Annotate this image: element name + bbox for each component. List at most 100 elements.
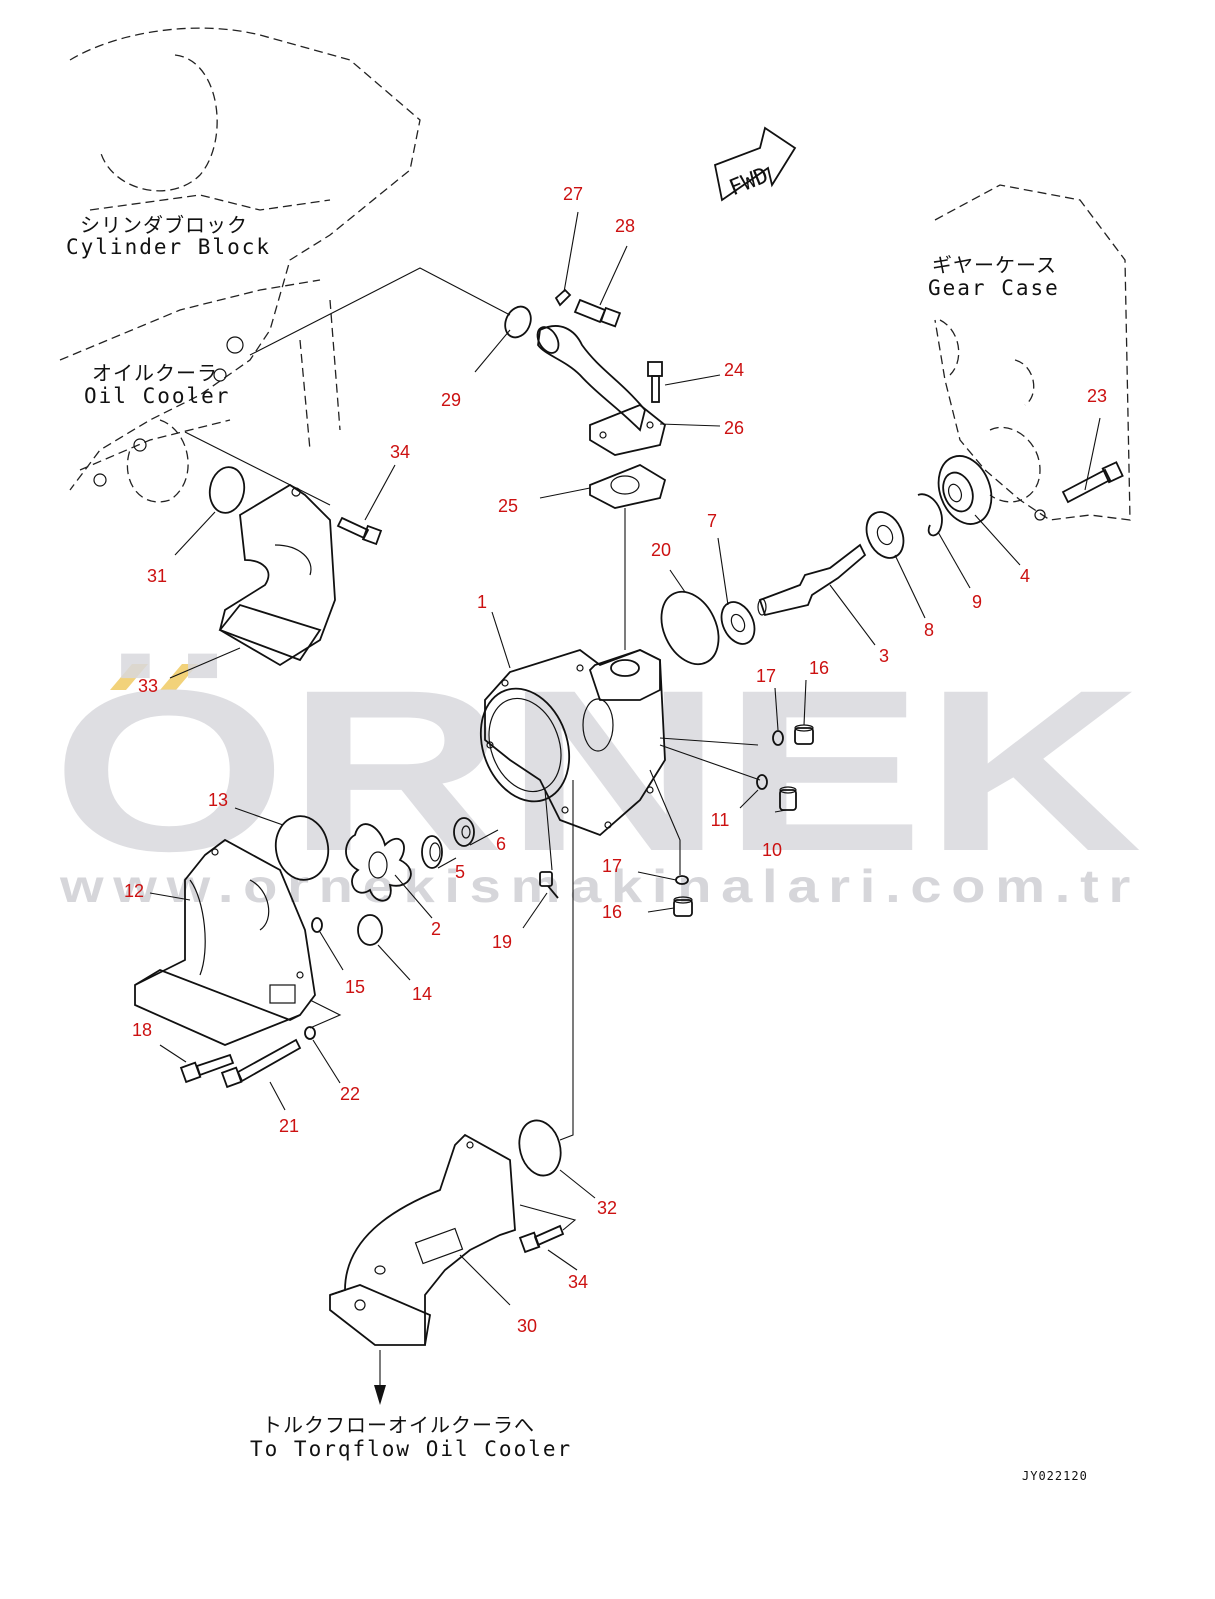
part-5-seal — [421, 835, 443, 869]
callout-15: 15 — [345, 977, 365, 997]
callout-33: 33 — [138, 676, 158, 696]
gear-case-outline — [934, 184, 1131, 521]
part-24-bolt — [647, 361, 663, 403]
callout-24: 24 — [724, 360, 744, 380]
part-19-drain-cock — [539, 871, 559, 899]
part-18-bolt — [179, 1053, 235, 1084]
callout-1: 1 — [477, 592, 487, 612]
callout-34-upper: 34 — [390, 442, 410, 462]
part-13-o-ring — [274, 815, 330, 881]
part-34-bolt-upper — [336, 516, 383, 546]
callout-8: 8 — [924, 620, 934, 640]
callout-26: 26 — [724, 418, 744, 438]
callout-11: 11 — [711, 810, 730, 830]
callout-6: 6 — [496, 834, 506, 854]
ref-line-oil-cooler — [249, 267, 511, 356]
cylinder-block-label-jp: シリンダブロック — [80, 213, 248, 237]
part-17-washer-upper — [772, 730, 784, 746]
callout-20: 20 — [651, 540, 671, 560]
ref-line-cooler-flange — [184, 431, 331, 506]
oil-cooler-label-jp: オイルクーラ — [92, 361, 218, 385]
part-32-o-ring — [518, 1119, 562, 1177]
part-21-bolt — [220, 1038, 302, 1089]
gear-case-label-en: Gear Case — [928, 276, 1060, 300]
cylinder-block-outline — [59, 27, 421, 503]
callout-14: 14 — [412, 984, 432, 1004]
callout-leaders — [149, 211, 1101, 1306]
part-7-bearing — [720, 601, 756, 645]
callout-22: 22 — [340, 1084, 360, 1104]
callout-23: 23 — [1087, 386, 1107, 406]
watermark: ÖRNEK www.ornekismakinalari.com.tr — [52, 642, 1142, 912]
callout-30: 30 — [517, 1316, 537, 1336]
callout-3: 3 — [879, 646, 889, 666]
torqflow-label-jp: トルクフローオイルクーラへ — [262, 1413, 535, 1437]
callout-34-lower: 34 — [568, 1272, 588, 1292]
oil-cooler-label-en: Oil Cooler — [84, 384, 230, 408]
callout-5: 5 — [455, 862, 465, 882]
part-2-impeller — [345, 823, 412, 902]
callout-10: 10 — [762, 840, 782, 860]
ref-line-17a — [659, 737, 759, 746]
part-33-elbow — [218, 483, 336, 667]
part-10-plug — [779, 786, 797, 811]
ref-line-11 — [659, 744, 761, 781]
callout-19: 19 — [492, 932, 512, 952]
fwd-arrow: FWD — [713, 126, 797, 202]
callout-9: 9 — [972, 592, 982, 612]
callout-18: 18 — [132, 1020, 152, 1040]
callout-21: 21 — [279, 1116, 299, 1136]
part-29-o-ring — [504, 305, 532, 339]
callout-13: 13 — [208, 790, 228, 810]
callout-12: 12 — [124, 881, 144, 901]
part-22-washer — [304, 1026, 316, 1040]
callout-17-lower: 17 — [602, 856, 622, 876]
part-11-washer — [756, 774, 768, 790]
part-26-elbow-pipe — [536, 325, 667, 456]
part-30-elbow — [329, 1133, 516, 1346]
callout-25: 25 — [498, 496, 518, 516]
ref-line-22 — [309, 999, 342, 1029]
part-9-snap-ring — [917, 493, 943, 537]
gear-case-label-jp: ギヤーケース — [932, 253, 1057, 277]
ref-line-17b — [649, 769, 681, 875]
watermark-accent-left — [110, 664, 148, 690]
ref-line-lower-pipe — [559, 780, 574, 1141]
callout-29: 29 — [441, 390, 461, 410]
callouts: 1 2 3 4 5 6 7 8 9 10 11 12 13 14 15 16 1… — [124, 184, 1107, 1336]
callout-4: 4 — [1020, 566, 1030, 586]
part-3-shaft — [757, 543, 867, 617]
part-15-o-ring — [311, 917, 323, 933]
part-27-clip — [554, 288, 572, 307]
callout-7: 7 — [707, 511, 717, 531]
part-1-pump-housing — [479, 649, 666, 837]
part-31-o-ring — [208, 466, 246, 514]
drawing-code: JY022120 — [1022, 1469, 1088, 1483]
cylinder-block-label-en: Cylinder Block — [66, 235, 271, 259]
part-20-o-ring — [660, 590, 720, 666]
callout-16-upper: 16 — [809, 658, 829, 678]
fwd-label: FWD — [726, 163, 772, 201]
ref-line-34-lower — [519, 1204, 577, 1231]
part-4-gear — [937, 455, 993, 525]
part-8-bearing — [865, 511, 905, 559]
watermark-url: www.ornekismakinalari.com.tr — [59, 860, 1140, 912]
part-28-bolt — [573, 298, 622, 328]
callout-28: 28 — [615, 216, 635, 236]
ref-line-drain — [544, 789, 553, 871]
part-14-o-ring — [357, 914, 383, 946]
callout-16-lower: 16 — [602, 902, 622, 922]
arrow-down-icon — [374, 1350, 386, 1405]
torqflow-label-en: To Torqflow Oil Cooler — [250, 1437, 572, 1461]
part-6-seal — [453, 817, 475, 847]
callout-17-upper: 17 — [756, 666, 776, 686]
part-25-gasket — [589, 463, 667, 509]
callout-32: 32 — [597, 1198, 617, 1218]
part-34-bolt-lower — [518, 1224, 565, 1254]
callout-27: 27 — [563, 184, 583, 204]
part-23-bolt — [1061, 461, 1124, 504]
part-12-cover — [134, 838, 316, 1046]
callout-2: 2 — [431, 919, 441, 939]
